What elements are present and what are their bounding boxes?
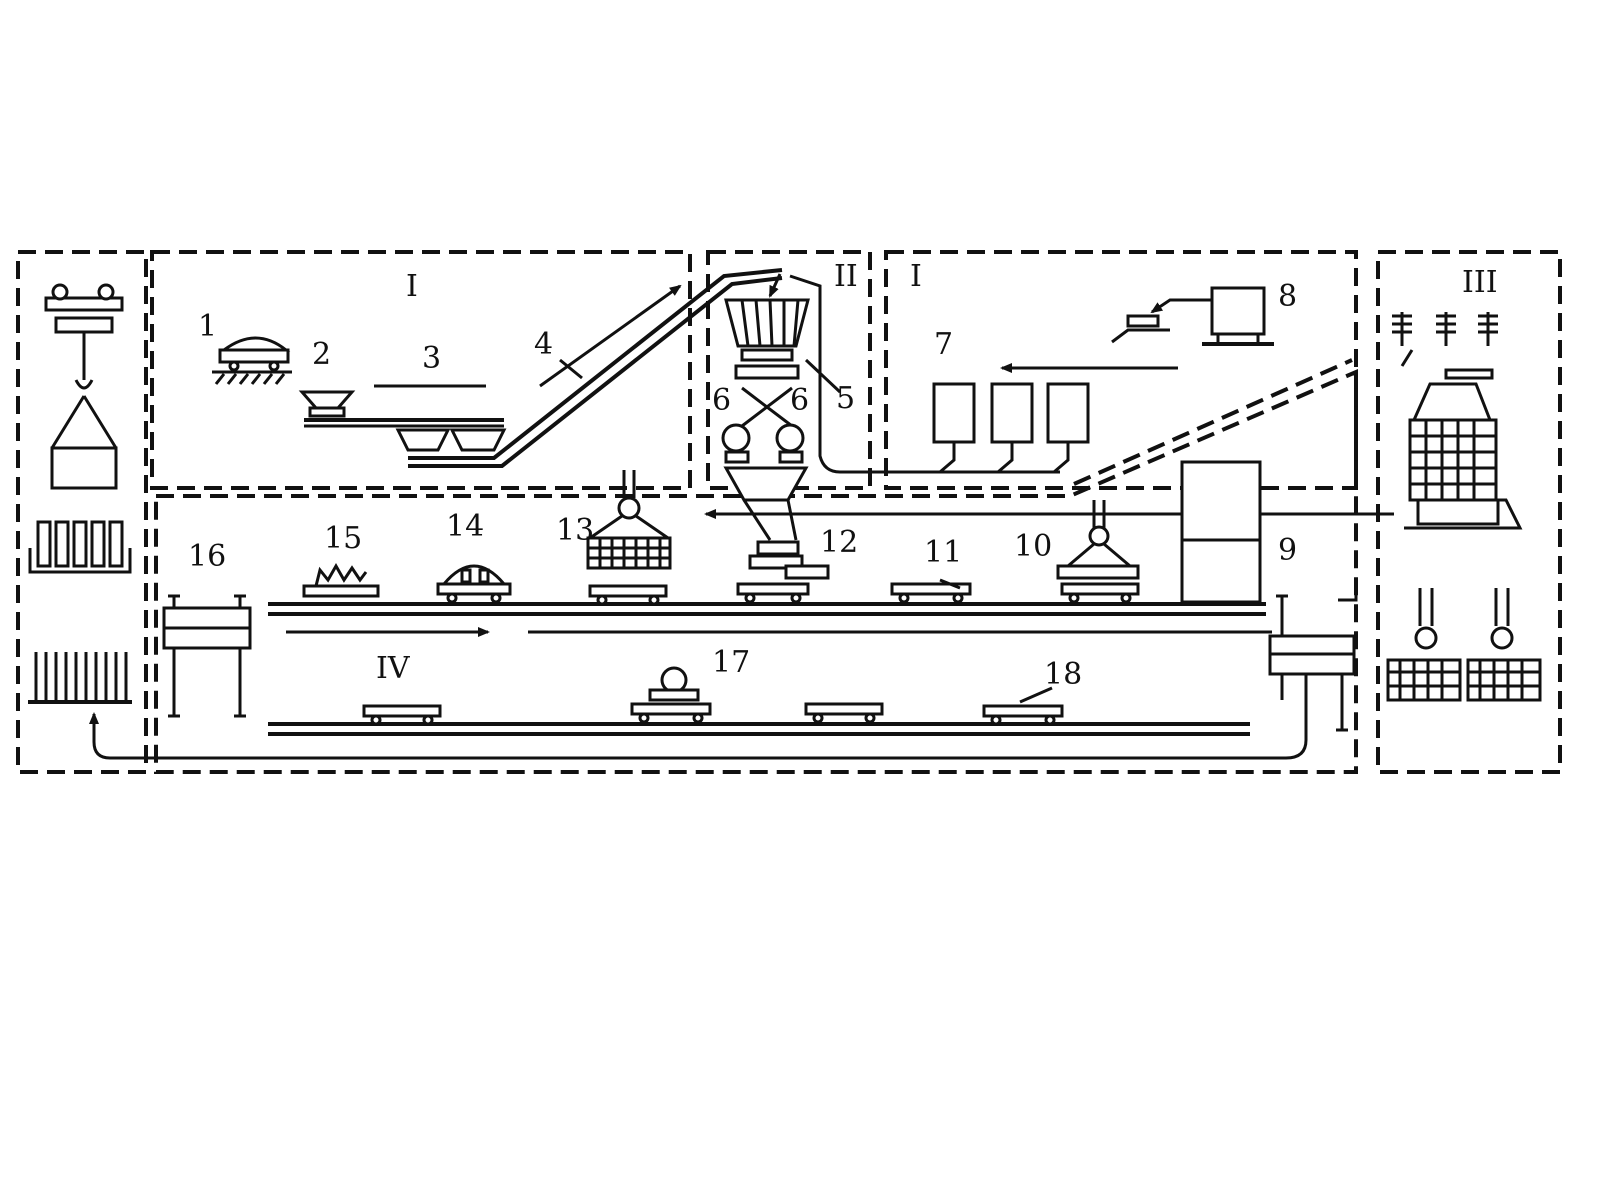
dispenser-6-right <box>775 423 805 464</box>
zone-IV-diagonal <box>1073 358 1353 486</box>
label-8: 8 <box>1278 279 1297 314</box>
mold-14 <box>436 564 512 604</box>
zone-borders <box>16 250 1562 774</box>
label-6-right: 6 <box>790 383 809 418</box>
dispenser-6-left <box>721 423 751 464</box>
conveyor-3 <box>304 384 507 452</box>
cage-on-hook-13 <box>586 470 672 606</box>
zone-II <box>706 250 872 490</box>
zone-label-II: II <box>834 259 858 294</box>
raw-material-car-1 <box>212 336 292 385</box>
label-11: 11 <box>924 535 962 570</box>
zone-storage-left <box>16 250 148 774</box>
zone-label-I-right: I <box>910 259 922 294</box>
cage-hook-left <box>1386 588 1462 702</box>
transfer-cart-right <box>1268 584 1358 732</box>
forming-line-rails <box>89 602 1308 760</box>
crane-hook-icon <box>44 283 124 490</box>
label-7: 7 <box>934 327 953 362</box>
zone-IV <box>154 368 1358 774</box>
feeder-hopper-2 <box>298 390 356 418</box>
stacked-blocks-icon <box>28 520 132 574</box>
curing-chamber-9 <box>1180 460 1262 604</box>
zone-label-IV: IV <box>376 651 411 686</box>
label-12: 12 <box>820 525 858 560</box>
mold-11 <box>890 578 972 604</box>
cage-hook-right <box>1466 588 1542 702</box>
inclined-conveyor-4 <box>408 268 783 468</box>
label-15: 15 <box>324 521 362 556</box>
label-1: 1 <box>198 309 217 344</box>
zone-label-I-left: I <box>406 269 418 304</box>
label-6-left: 6 <box>712 383 731 418</box>
zone-I-left <box>150 250 692 490</box>
label-17: 17 <box>712 645 750 680</box>
label-2: 2 <box>312 337 331 372</box>
label-4: 4 <box>534 327 553 362</box>
stripping-unit-17 <box>630 666 712 724</box>
concrete-placer-12 <box>736 540 830 604</box>
concrete-hopper <box>723 466 809 541</box>
zone-label-III: III <box>1462 265 1498 300</box>
mold-15 <box>302 562 380 598</box>
mold-18 <box>982 686 1064 726</box>
zone-III <box>1376 250 1562 774</box>
transfer-cart-16 <box>162 594 252 718</box>
machine-8 <box>1111 286 1274 346</box>
lifted-mold-10 <box>1056 500 1140 604</box>
return-line-carts <box>362 702 884 726</box>
label-14: 14 <box>446 509 484 544</box>
label-5: 5 <box>836 381 855 416</box>
label-9: 9 <box>1278 533 1297 568</box>
label-16: 16 <box>188 539 226 574</box>
label-13: 13 <box>556 513 594 548</box>
label-18: 18 <box>1044 657 1082 692</box>
reinforcement-press-icon <box>1392 312 1523 530</box>
label-3: 3 <box>422 341 441 376</box>
mixer-5 <box>724 273 1060 474</box>
stored-panels-icon <box>28 652 132 704</box>
storage-bins-7 <box>932 363 1178 474</box>
label-10: 10 <box>1014 529 1052 564</box>
